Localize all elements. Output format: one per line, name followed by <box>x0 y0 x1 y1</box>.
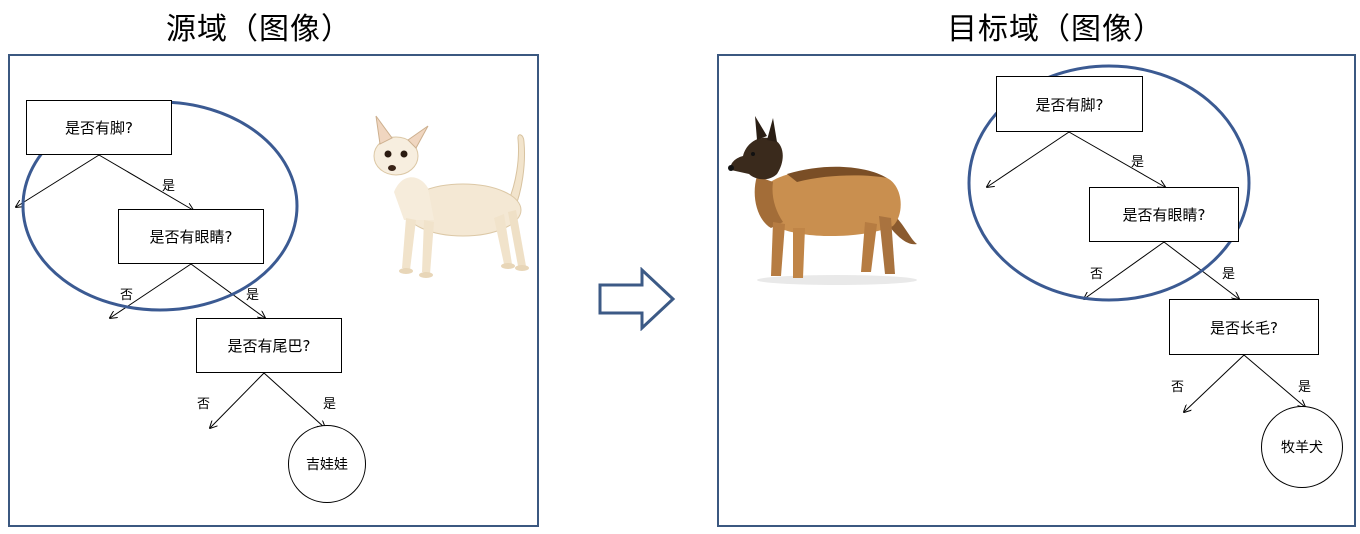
source-question-has-tail: 是否有尾巴? <box>196 318 342 373</box>
target-domain-title: 目标域（图像） <box>947 12 1164 47</box>
source-yes-label-2: 是 <box>246 288 260 303</box>
target-question-has-feet: 是否有脚? <box>996 76 1143 132</box>
target-highlight-ellipse <box>967 64 1251 302</box>
shepherd-dog-image <box>728 116 917 285</box>
source-yes-label-3: 是 <box>323 397 337 412</box>
target-no-label-3: 否 <box>1171 380 1185 395</box>
source-no-label-3: 否 <box>197 397 211 412</box>
source-question-has-eyes: 是否有眼睛? <box>118 209 264 264</box>
target-yes-label-1: 是 <box>1131 155 1145 170</box>
target-tree-lines <box>967 64 1358 529</box>
source-domain-title: 源域（图像） <box>166 12 352 47</box>
source-leaf-chihuahua: 吉娃娃 <box>288 425 366 503</box>
target-no-label-2: 否 <box>1090 267 1104 282</box>
source-panel: 是否有脚? 是否有眼睛? 是否有尾巴? 吉娃娃 是 否 是 否 是 <box>8 54 539 527</box>
target-yes-label-2: 是 <box>1222 267 1236 282</box>
target-leaf-shepherd: 牧羊犬 <box>1261 406 1343 488</box>
target-panel: 是否有脚? 是否有眼睛? 是否长毛? 牧羊犬 是 否 是 否 是 <box>717 54 1356 527</box>
target-question-long-fur: 是否长毛? <box>1169 299 1319 355</box>
target-question-has-eyes: 是否有眼睛? <box>1089 187 1239 242</box>
transfer-arrow-icon <box>598 267 676 331</box>
chihuahua-image <box>373 115 529 278</box>
source-question-has-feet: 是否有脚? <box>26 100 172 155</box>
source-no-label-2: 否 <box>120 288 134 303</box>
source-yes-label-1: 是 <box>162 179 176 194</box>
target-yes-label-3: 是 <box>1298 380 1312 395</box>
